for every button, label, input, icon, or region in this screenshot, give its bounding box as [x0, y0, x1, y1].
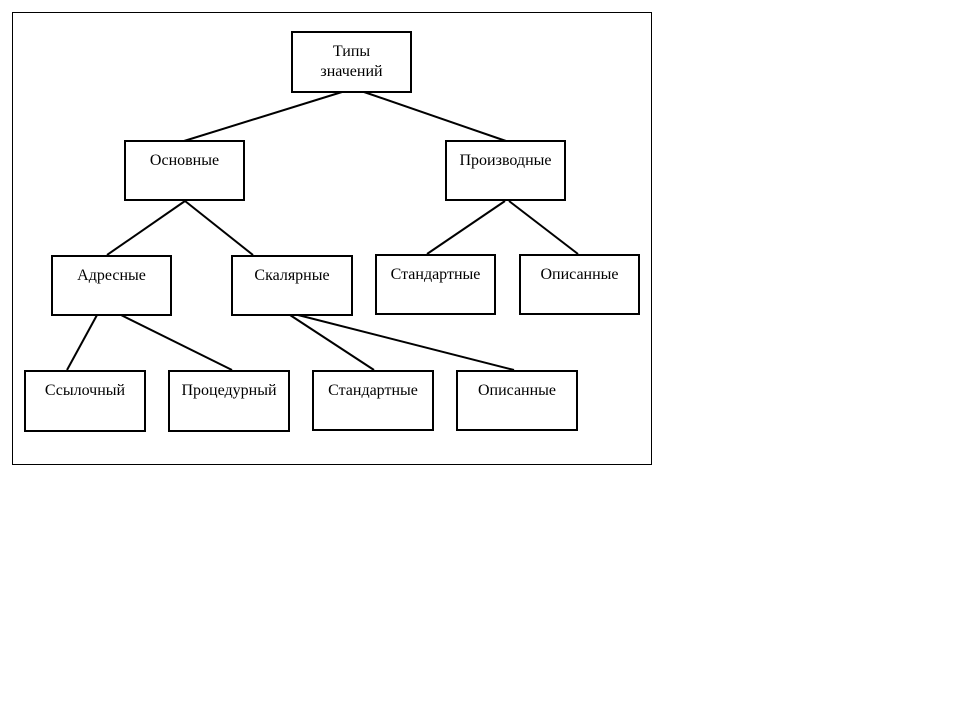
link-basic-scalar	[184, 200, 254, 256]
link-derived-standard	[426, 200, 506, 255]
link-derived-described	[508, 200, 579, 255]
node-scalar: Скалярные	[231, 255, 353, 316]
link-scalar-described	[297, 314, 515, 371]
node-address: Адресные	[51, 255, 172, 316]
node-derived-label: Производные	[459, 152, 552, 169]
node-procedural-label: Процедурный	[181, 382, 277, 399]
node-derived-standard: Стандартные	[375, 254, 496, 315]
node-address-label: Адресные	[77, 267, 146, 284]
node-reference-label: Ссылочный	[44, 382, 126, 399]
node-value-types: Типы значений	[291, 31, 412, 93]
node-value-types-line2: значений	[320, 63, 383, 80]
node-scalar-described: Описанные	[456, 370, 578, 431]
node-derived-described-label: Описанные	[540, 266, 619, 283]
node-scalar-described-label: Описанные	[477, 382, 557, 399]
node-basic: Основные	[124, 140, 245, 201]
link-address-reference	[66, 314, 98, 371]
node-scalar-label: Скалярные	[254, 267, 330, 284]
node-derived-standard-label: Стандартные	[390, 266, 481, 283]
node-reference: Ссылочный	[24, 370, 146, 432]
node-value-types-line1: Типы	[332, 43, 371, 60]
node-derived-described: Описанные	[519, 254, 640, 315]
link-root-derived	[363, 91, 507, 142]
link-scalar-standard	[289, 314, 375, 371]
node-basic-label: Основные	[149, 152, 220, 169]
node-derived: Производные	[445, 140, 566, 201]
diagram-frame	[12, 12, 652, 465]
node-scalar-standard-label: Стандартные	[328, 382, 418, 399]
link-basic-address	[106, 200, 186, 256]
node-procedural: Процедурный	[168, 370, 290, 432]
link-root-basic	[183, 91, 343, 142]
link-address-procedural	[120, 314, 233, 371]
node-scalar-standard: Стандартные	[312, 370, 434, 431]
